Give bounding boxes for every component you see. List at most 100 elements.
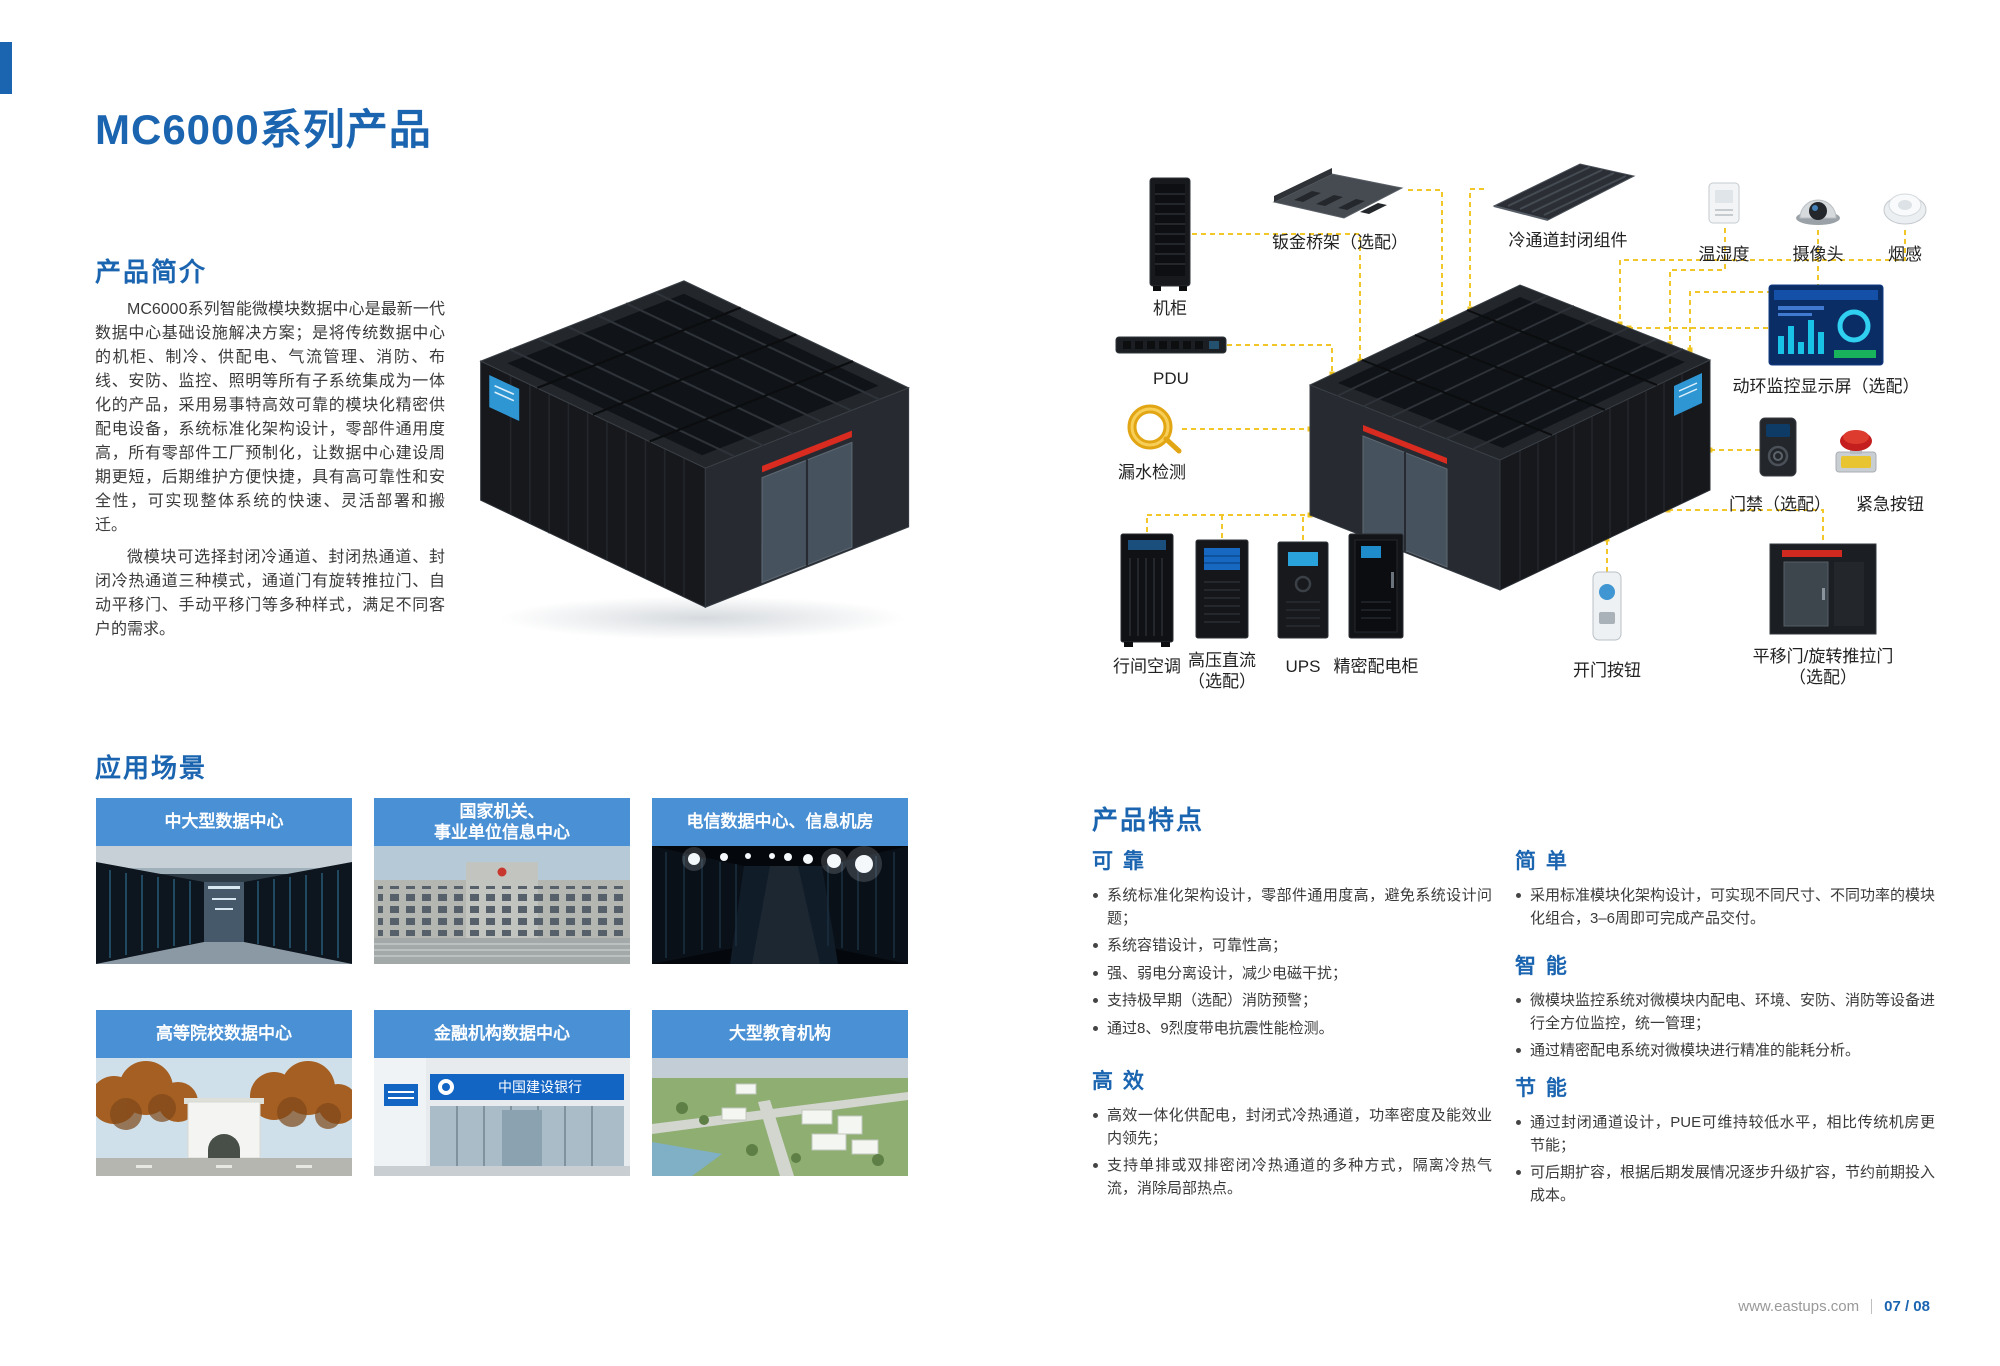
feature-bullet: 强、弱电分离设计，减少电磁干扰； <box>1092 963 1492 986</box>
feature-bullet: 通过精密配电系统对微模块进行精准的能耗分析。 <box>1515 1040 1935 1063</box>
label-camera: 摄像头 <box>1792 245 1844 264</box>
label-access-control: 门禁（选配） <box>1729 495 1831 514</box>
feature-group-efficient: 高 效 高效一体化供配电，封闭式冷热通道，功率密度及能效业内领先； 支持单排或双… <box>1092 1065 1492 1205</box>
camera-icon <box>1792 176 1844 233</box>
features-heading: 产品特点 <box>1092 805 1205 835</box>
leak-detection-icon <box>1122 402 1182 461</box>
label-door-button: 开门按钮 <box>1573 661 1641 680</box>
smoke-detector-icon <box>1882 180 1928 233</box>
feature-group-title: 简 单 <box>1515 850 1569 873</box>
scenario-card: 中大型数据中心 <box>96 798 352 964</box>
scenario-card-title: 电信数据中心、信息机房 <box>652 798 908 846</box>
cable-tray-icon <box>1268 162 1408 231</box>
page-footer: www.eastups.com 07 / 08 <box>1738 1298 1930 1315</box>
label-inrow-aircon: 行间空调 <box>1113 657 1181 676</box>
feature-group-reliable: 可 靠 系统标准化架构设计，零部件通用度高，避免系统设计问题； 系统容错设计，可… <box>1092 845 1492 1045</box>
label-hvdc: 高压直流 （选配） <box>1172 650 1272 693</box>
feature-group-simple: 简 单 采用标准模块化架构设计，可实现不同尺寸、不同功率的模块化组合，3–6周即… <box>1515 845 1935 935</box>
scenario-title-text: 电信数据中心、信息机房 <box>686 812 874 832</box>
label-emergency-button: 紧急按钮 <box>1856 495 1924 514</box>
cold-aisle-containment-icon <box>1484 154 1644 229</box>
scenario-title-text: 中大型数据中心 <box>164 812 284 832</box>
feature-bullet: 可后期扩容，根据后期发展情况逐步升级扩容，节约前期投入成本。 <box>1515 1162 1935 1207</box>
scenario-card: 国家机关、 事业单位信息中心 <box>374 798 630 964</box>
feature-bullet: 高效一体化供配电，封闭式冷热通道，功率密度及能效业内领先； <box>1092 1105 1492 1150</box>
feature-bullet: 系统容错设计，可靠性高； <box>1092 935 1492 958</box>
label-leak-detection: 漏水检测 <box>1118 463 1186 482</box>
label-temp-humidity: 温湿度 <box>1698 245 1750 264</box>
footer-website: www.eastups.com <box>1738 1298 1860 1315</box>
scenario-card: 金融机构数据中心 中国建设银行 <box>374 1010 630 1176</box>
sliding-door-icon <box>1768 540 1878 643</box>
hvdc-cabinet-icon <box>1194 538 1250 647</box>
scenario-card: 大型教育机构 <box>652 1010 908 1176</box>
scenario-card-title: 大型教育机构 <box>652 1010 908 1058</box>
feature-group-title: 高 效 <box>1092 1070 1146 1093</box>
scenario-title-text: 大型教育机构 <box>729 1024 831 1044</box>
bank-sign-text: 中国建设银行 <box>498 1079 582 1095</box>
scenario-image-university <box>96 1058 352 1176</box>
intro-paragraph-2: 微模块可选择封闭冷通道、封闭热通道、封闭冷热通道三种模式，通道门有旋转推拉门、自… <box>95 549 445 638</box>
inrow-aircon-icon <box>1118 532 1176 653</box>
label-containment: 冷通道封闭组件 <box>1508 231 1628 250</box>
label-smoke-detector: 烟感 <box>1888 245 1922 264</box>
emergency-button-icon <box>1832 426 1880 481</box>
label-sliding-door-line1: 平移门/旋转推拉门 <box>1752 647 1894 666</box>
scenario-title-text: 高等院校数据中心 <box>156 1024 292 1044</box>
label-ups: UPS <box>1285 657 1321 676</box>
scenarios-heading: 应用场景 <box>95 753 208 783</box>
intro-paragraph-1: MC6000系列智能微模块数据中心是最新一代数据中心基础设施解决方案；是将传统数… <box>95 301 445 534</box>
hero-module-3d <box>470 238 930 638</box>
feature-bullet: 系统标准化架构设计，零部件通用度高，避免系统设计问题； <box>1092 885 1492 930</box>
corner-accent-bar <box>0 42 12 94</box>
feature-group-title: 节 能 <box>1515 1077 1569 1100</box>
scenario-image-bank: 中国建设银行 <box>374 1058 630 1176</box>
label-pd-cabinet: 精密配电柜 <box>1333 657 1419 676</box>
access-control-icon <box>1758 416 1798 483</box>
scenario-image-telecom-datacenter <box>652 846 908 964</box>
temp-humidity-sensor-icon <box>1705 180 1743 231</box>
label-sliding-door-line2: （选配） <box>1789 668 1857 688</box>
scenario-card-title: 金融机构数据中心 <box>374 1010 630 1058</box>
feature-group-title: 可 靠 <box>1092 850 1146 873</box>
label-cable-tray: 钣金桥架（选配） <box>1272 233 1408 252</box>
feature-bullet: 支持极早期（选配）消防预警； <box>1092 990 1492 1013</box>
scenario-image-government-building <box>374 846 630 964</box>
monitoring-screen-icon <box>1768 284 1884 373</box>
door-open-button-icon <box>1590 570 1624 647</box>
intro-heading: 产品简介 <box>95 257 208 287</box>
label-hvdc-line1: 高压直流 <box>1188 651 1256 670</box>
label-monitoring-screen: 动环监控显示屏（选配） <box>1732 377 1920 396</box>
scenario-image-large-datacenter <box>96 846 352 964</box>
component-diagram: 机柜 PDU 漏水检测 钣金桥架（选配） <box>1060 120 1960 760</box>
pdu-icon <box>1115 332 1227 363</box>
scenario-card: 高等院校数据中心 <box>96 1010 352 1176</box>
footer-divider <box>1871 1299 1873 1314</box>
label-cabinet: 机柜 <box>1153 299 1187 318</box>
scenario-card-title: 国家机关、 事业单位信息中心 <box>374 798 630 846</box>
label-hvdc-line2: （选配） <box>1188 672 1256 692</box>
feature-group-energy-saving: 节 能 通过封闭通道设计，PUE可维持较低水平，相比传统机房更节能； 可后期扩容… <box>1515 1072 1935 1212</box>
feature-group-title: 智 能 <box>1515 955 1569 978</box>
cabinet-icon <box>1148 176 1192 297</box>
scenario-title-text2: 事业单位信息中心 <box>434 823 570 842</box>
power-distribution-cabinet-icon <box>1347 532 1405 647</box>
feature-bullet: 支持单排或双排密闭冷热通道的多种方式，隔离冷热气流，消除局部热点。 <box>1092 1155 1492 1200</box>
page-title: MC6000系列产品 <box>95 106 432 153</box>
label-sliding-door: 平移门/旋转推拉门 （选配） <box>1738 646 1908 689</box>
scenario-card-title: 中大型数据中心 <box>96 798 352 846</box>
feature-group-intelligent: 智 能 微模块监控系统对微模块内配电、环境、安防、消防等设备进行全方位监控，统一… <box>1515 950 1935 1068</box>
feature-bullet: 通过8、9烈度带电抗震性能检测。 <box>1092 1018 1492 1041</box>
scenario-card: 电信数据中心、信息机房 <box>652 798 908 964</box>
feature-bullet: 微模块监控系统对微模块内配电、环境、安防、消防等设备进行全方位监控，统一管理； <box>1515 990 1935 1035</box>
intro-text: MC6000系列智能微模块数据中心是最新一代数据中心基础设施解决方案；是将传统数… <box>95 298 445 650</box>
feature-bullet: 采用标准模块化架构设计，可实现不同尺寸、不同功率的模块化组合，3–6周即可完成产… <box>1515 885 1935 930</box>
label-pdu: PDU <box>1153 369 1189 388</box>
scenario-title-text: 国家机关、 <box>459 801 545 821</box>
feature-bullet: 通过封闭通道设计，PUE可维持较低水平，相比传统机房更节能； <box>1515 1112 1935 1157</box>
footer-page-number: 07 / 08 <box>1884 1298 1930 1315</box>
ups-cabinet-icon <box>1276 540 1330 647</box>
scenario-image-education-campus <box>652 1058 908 1176</box>
scenario-card-title: 高等院校数据中心 <box>96 1010 352 1058</box>
